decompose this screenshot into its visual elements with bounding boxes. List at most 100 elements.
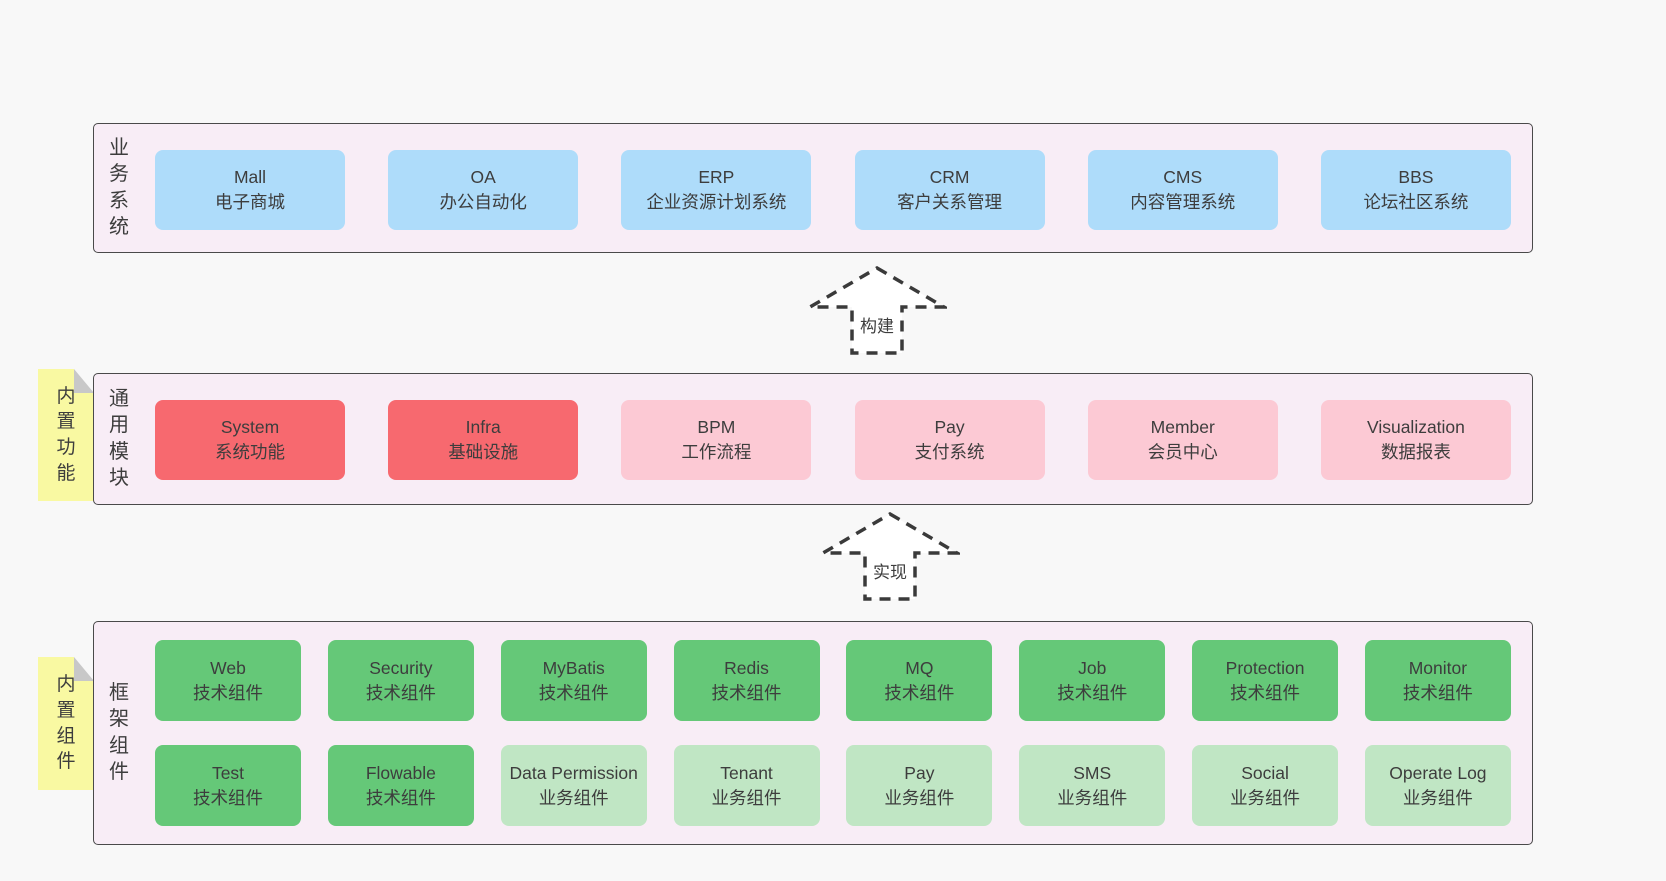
component-box-oa: OA 办公自动化 (388, 150, 579, 230)
component-box-monitor: Monitor 技术组件 (1364, 640, 1511, 721)
component-box-mall: Mall 电子商城 (155, 150, 345, 230)
component-box-protection: Protection 技术组件 (1192, 640, 1339, 721)
box-title: MyBatis (542, 657, 605, 678)
box-subtitle: 业务组件 (1402, 787, 1473, 808)
box-subtitle: 技术组件 (193, 787, 263, 808)
box-subtitle: 数据报表 (1380, 442, 1451, 462)
folded-corner-icon (74, 657, 94, 681)
sticky-note-label: 内置功能 (56, 385, 76, 484)
component-box-bpm: BPM 工作流程 (621, 400, 812, 480)
component-box-operate-log: Operate Log 业务组件 (1364, 745, 1511, 826)
box-title: Member (1150, 417, 1215, 438)
box-title: MQ (905, 657, 934, 678)
box-subtitle: 基础设施 (448, 442, 519, 462)
sticky-note-builtin-features: 内置功能 (38, 369, 94, 501)
box-title: SMS (1073, 762, 1112, 783)
box-subtitle: 业务组件 (1230, 787, 1301, 808)
box-title: Social (1241, 762, 1289, 783)
box-subtitle: 技术组件 (711, 682, 782, 703)
component-box-member: Member 会员中心 (1087, 400, 1278, 480)
implement-arrow-label: 实现 (871, 558, 909, 583)
dashed-up-arrow-icon (807, 266, 947, 355)
box-title: Tenant (720, 762, 773, 783)
box-subtitle: 技术组件 (365, 787, 436, 808)
box-subtitle: 业务组件 (884, 787, 955, 808)
box-subtitle: 技术组件 (193, 682, 263, 703)
box-title: BBS (1398, 167, 1434, 188)
component-box-pay: Pay 业务组件 (846, 745, 993, 826)
box-title: OA (470, 167, 496, 188)
box-title: CRM (929, 167, 970, 188)
component-box-job: Job 技术组件 (1019, 640, 1166, 721)
folded-corner-icon (74, 369, 94, 393)
component-box-tenant: Tenant 业务组件 (673, 745, 820, 826)
component-box-erp: ERP 企业资源计划系统 (621, 150, 812, 230)
component-box-data-permission: Data Permission 业务组件 (500, 745, 647, 826)
box-subtitle: 技术组件 (1057, 682, 1128, 703)
box-title: Flowable (365, 762, 436, 783)
box-title: Monitor (1408, 657, 1468, 678)
component-box-visualization: Visualization 数据报表 (1320, 400, 1511, 480)
component-box-sms: SMS 业务组件 (1019, 745, 1166, 826)
box-subtitle: 论坛社区系统 (1363, 192, 1469, 212)
box-subtitle: 技术组件 (1230, 682, 1301, 703)
build-arrow-icon: 构建 (807, 266, 947, 356)
box-title: BPM (697, 417, 736, 438)
box-title: CMS (1163, 167, 1203, 188)
component-box-pay: Pay 支付系统 (854, 400, 1045, 480)
sticky-note-builtin-components: 内置组件 (38, 657, 94, 790)
box-subtitle: 技术组件 (538, 682, 609, 703)
box-title: Pay (904, 762, 935, 783)
box-subtitle: 业务组件 (1057, 787, 1128, 808)
build-arrow-label: 构建 (858, 312, 896, 337)
box-subtitle: 业务组件 (711, 787, 782, 808)
box-subtitle: 技术组件 (1402, 682, 1473, 703)
component-box-test: Test 技术组件 (155, 745, 301, 826)
component-box-crm: CRM 客户关系管理 (854, 150, 1045, 230)
box-subtitle: 会员中心 (1147, 442, 1218, 462)
component-box-mq: MQ 技术组件 (846, 640, 993, 721)
box-subtitle: 系统功能 (215, 442, 285, 462)
box-title: Pay (934, 417, 965, 438)
box-title: ERP (698, 167, 735, 188)
box-title: Job (1078, 657, 1107, 678)
box-title: Visualization (1366, 417, 1465, 438)
component-box-mybatis: MyBatis 技术组件 (500, 640, 647, 721)
box-subtitle: 支付系统 (914, 442, 985, 462)
box-subtitle: 工作流程 (681, 442, 752, 462)
box-title: Mall (233, 167, 267, 188)
box-subtitle: 办公自动化 (439, 192, 527, 212)
box-title: Security (369, 657, 433, 678)
layer-label: 业务系统 (109, 137, 129, 239)
box-subtitle: 电子商城 (215, 192, 285, 212)
box-subtitle: 技术组件 (365, 682, 436, 703)
component-box-redis: Redis 技术组件 (673, 640, 820, 721)
box-title: Web (210, 657, 246, 678)
box-title: Data Permission (509, 762, 638, 783)
component-box-flowable: Flowable 技术组件 (327, 745, 474, 826)
sticky-note-label: 内置组件 (56, 674, 76, 773)
box-title: Protection (1225, 657, 1305, 678)
box-subtitle: 业务组件 (538, 787, 609, 808)
box-title: Operate Log (1389, 762, 1487, 783)
component-box-security: Security 技术组件 (327, 640, 474, 721)
box-subtitle: 客户关系管理 (897, 192, 1003, 212)
box-subtitle: 企业资源计划系统 (646, 192, 787, 212)
implement-arrow-icon: 实现 (820, 512, 960, 602)
component-box-bbs: BBS 论坛社区系统 (1320, 150, 1511, 230)
component-box-cms: CMS 内容管理系统 (1087, 150, 1278, 230)
layer-label: 框架组件 (109, 682, 129, 784)
box-title: Redis (724, 657, 769, 678)
layer-label: 通用模块 (109, 388, 129, 490)
box-subtitle: 内容管理系统 (1130, 192, 1236, 212)
component-box-web: Web 技术组件 (155, 640, 301, 721)
box-title: Test (211, 762, 245, 783)
box-subtitle: 技术组件 (884, 682, 955, 703)
